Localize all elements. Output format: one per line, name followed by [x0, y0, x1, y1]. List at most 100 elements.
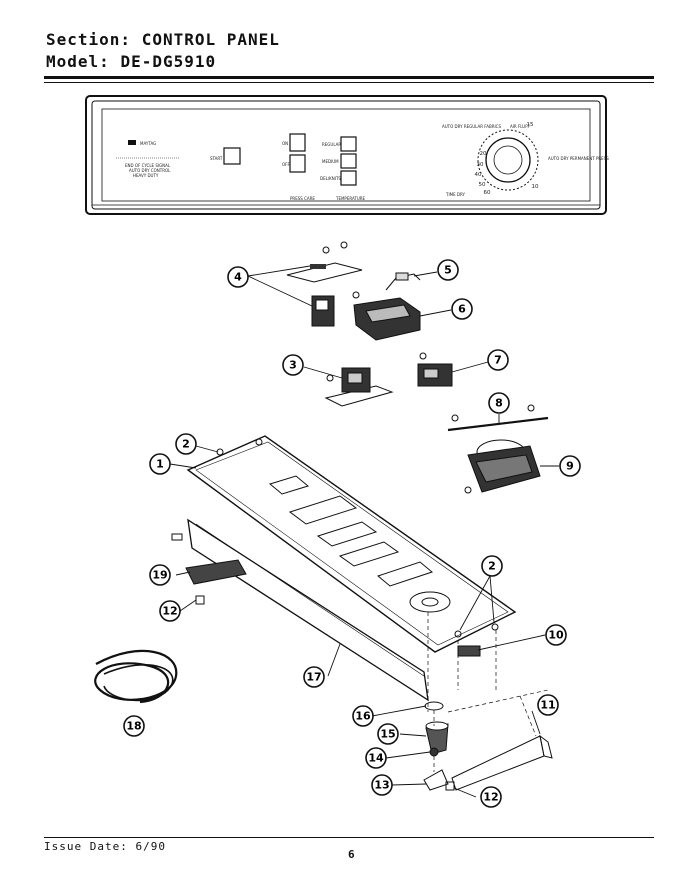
console-base — [186, 435, 517, 653]
screw — [451, 414, 459, 422]
callout-4: 4 — [227, 266, 249, 288]
auto-dry-regular-label: AUTO DRY REGULAR FABRICS — [442, 124, 501, 129]
page-number: 6 — [348, 848, 355, 861]
delicate-label: DEL/KNITS — [320, 176, 341, 181]
off-label: OFF — [282, 162, 290, 167]
clip — [195, 595, 205, 605]
timer-opening — [409, 591, 451, 613]
press-care-label: PRESS CARE — [290, 196, 315, 201]
section-label: Section: — [46, 30, 132, 49]
screw — [454, 630, 462, 638]
svg-text:4: 4 — [234, 271, 242, 284]
svg-text:12: 12 — [162, 605, 177, 618]
svg-text:6: 6 — [458, 303, 466, 316]
timer-number-20: 20 — [480, 151, 487, 157]
section-header: Section: CONTROL PANEL — [46, 30, 280, 49]
auto-dry-control-label: AUTO DRY CONTROL — [129, 168, 171, 173]
screw — [419, 352, 427, 360]
callout-1: 1 — [149, 453, 171, 475]
model-value: DE-DG5910 — [120, 52, 217, 71]
svg-text:9: 9 — [566, 460, 574, 473]
header-rule-thick — [44, 76, 654, 79]
press-care-on-button[interactable] — [289, 133, 306, 152]
footer-rule — [44, 837, 654, 838]
callout-3: 3 — [282, 354, 304, 376]
timer-number-30: 30 — [477, 162, 484, 168]
press-care-off-button[interactable] — [289, 154, 306, 173]
end-bracket-left — [185, 559, 247, 585]
callout-14: 14 — [365, 747, 387, 769]
medium-label: MEDIUM — [322, 159, 339, 164]
header-rule-thin — [44, 82, 654, 83]
heavy-duty-label: HEAVY DUTY — [133, 173, 159, 178]
on-label: ON — [282, 141, 288, 146]
svg-text:10: 10 — [548, 629, 564, 642]
callout-2: 2 — [481, 555, 503, 577]
regular-temp-button[interactable] — [340, 136, 357, 152]
wire-bar — [447, 416, 549, 432]
delicate-temp-button[interactable] — [340, 170, 357, 186]
timer-knob[interactable] — [485, 137, 531, 183]
callout-12: 12 — [159, 600, 181, 622]
callout-18: 18 — [123, 715, 145, 737]
timer-number-15: 15 — [527, 122, 534, 128]
clip — [171, 533, 183, 541]
svg-text:17: 17 — [306, 671, 321, 684]
timer-number-50: 50 — [479, 182, 486, 188]
clip-nut — [429, 747, 439, 757]
callout-12: 12 — [480, 786, 502, 808]
callout-15: 15 — [377, 723, 399, 745]
assembly-lines — [427, 612, 549, 772]
screw — [491, 623, 499, 631]
svg-text:11: 11 — [540, 699, 555, 712]
timer-number-60: 60 — [484, 190, 491, 196]
timer-number-10: 10 — [532, 184, 539, 190]
callout-7: 7 — [487, 349, 509, 371]
regular-label: REGULAR — [322, 142, 341, 147]
parts-drawing — [94, 241, 559, 798]
svg-text:2: 2 — [488, 560, 496, 573]
wire-harness — [94, 649, 178, 704]
resistor — [395, 272, 409, 281]
svg-text:14: 14 — [368, 752, 384, 765]
callout-10: 10 — [545, 624, 567, 646]
callout-bubbles: 1 2 2 2 3 4 5 6 7 8 9 10 11 12 12 13 14 … — [123, 259, 581, 808]
medium-temp-button[interactable] — [340, 153, 357, 169]
svg-text:5: 5 — [444, 264, 452, 277]
svg-text:13: 13 — [374, 779, 389, 792]
auto-dry-perm-label: AUTO DRY PERMANENT PRESS — [548, 156, 609, 161]
screw — [255, 438, 263, 446]
svg-text:2: 2 — [182, 438, 190, 451]
air-fluff-label: AIR FLUFF — [510, 124, 531, 129]
svg-text:19: 19 — [152, 569, 167, 582]
callout-16: 16 — [352, 705, 374, 727]
screw — [352, 291, 360, 299]
callout-19: 19 — [149, 564, 171, 586]
screw — [326, 374, 334, 382]
svg-text:1: 1 — [156, 458, 164, 471]
model-label: Model: — [46, 52, 110, 71]
callout-2: 2 — [175, 433, 197, 455]
brand-logo: MAYTAG — [140, 141, 156, 146]
svg-text:12: 12 — [483, 791, 498, 804]
callout-11: 11 — [537, 694, 559, 716]
bracket-clip — [457, 645, 481, 657]
model-header: Model: DE-DG5910 — [46, 52, 216, 71]
issue-date: Issue Date: 6/90 — [44, 840, 166, 853]
leader-lines — [169, 265, 559, 798]
screw — [340, 241, 348, 249]
screw — [527, 404, 535, 412]
end-cap-right — [451, 735, 545, 791]
callout-8: 8 — [488, 392, 510, 414]
temperature-label: TEMPERATURE — [335, 196, 366, 201]
clip — [445, 781, 455, 791]
callout-5: 5 — [437, 259, 459, 281]
start-label: START — [210, 156, 223, 161]
timer-number-40: 40 — [475, 172, 482, 178]
callout-17: 17 — [303, 666, 325, 688]
control-panel-front: MAYTAG END OF CYCLE SIGNAL AUTO DRY CONT… — [85, 95, 609, 215]
svg-text:3: 3 — [289, 359, 297, 372]
section-value: CONTROL PANEL — [141, 30, 280, 49]
start-button[interactable] — [223, 147, 241, 165]
